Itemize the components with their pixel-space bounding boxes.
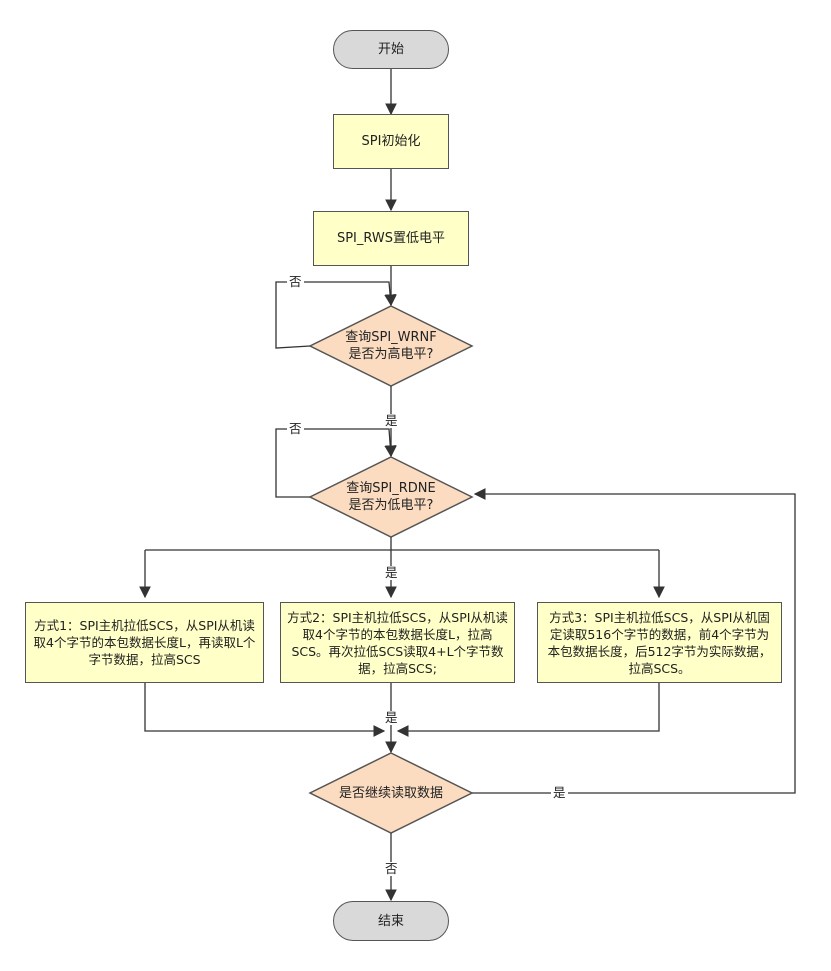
end-label: 结束	[377, 913, 404, 929]
edge-wrnf-no-loop	[275, 281, 396, 349]
label-continue-yes: 是	[551, 785, 568, 800]
rws-low-box: SPI_RWS置低电平	[313, 211, 469, 266]
label-wrnf-yes: 是	[383, 413, 400, 428]
spi-init-box: SPI初始化	[333, 114, 449, 169]
method3-box: 方式3：SPI主机拉低SCS，从SPI从机固定读取516个字节的数据，前4个字节…	[537, 602, 782, 683]
label-rdne-yes: 是	[383, 565, 400, 580]
edge-continue-yes-loop	[472, 488, 796, 794]
start-label: 开始	[377, 42, 404, 57]
start-terminal: 开始	[333, 30, 449, 69]
method1-box: 方式1：SPI主机拉低SCS，从SPI从机读取4个字节的本包数据长度L，再读取L…	[25, 602, 264, 683]
label-rdne-no: 否	[287, 421, 304, 436]
method1-text: 方式1：SPI主机拉低SCS，从SPI从机读取4个字节的本包数据长度L，再读取L…	[33, 618, 256, 667]
edge-rdne-no-loop	[275, 428, 397, 498]
decision-rdne-shape	[308, 456, 474, 538]
decision-wrnf-shape	[308, 305, 474, 387]
end-terminal: 结束	[333, 901, 449, 941]
rws-low-label: SPI_RWS置低电平	[336, 231, 446, 246]
decision-continue-shape	[308, 752, 474, 834]
label-merge-yes: 是	[383, 710, 400, 725]
method2-box: 方式2：SPI主机拉低SCS，从SPI从机读取4个字节的本包数据长度L，拉高SC…	[280, 602, 515, 683]
label-continue-no: 否	[383, 861, 400, 876]
edge-method1-merge	[144, 683, 386, 737]
label-wrnf-no: 否	[287, 274, 304, 289]
spi-init-label: SPI初始化	[361, 134, 421, 149]
edge-method3-merge	[396, 683, 660, 737]
method3-text: 方式3：SPI主机拉低SCS，从SPI从机固定读取516个字节的数据，前4个字节…	[547, 609, 772, 676]
method2-text: 方式2：SPI主机拉低SCS，从SPI从机读取4个字节的本包数据长度L，拉高SC…	[287, 609, 508, 676]
